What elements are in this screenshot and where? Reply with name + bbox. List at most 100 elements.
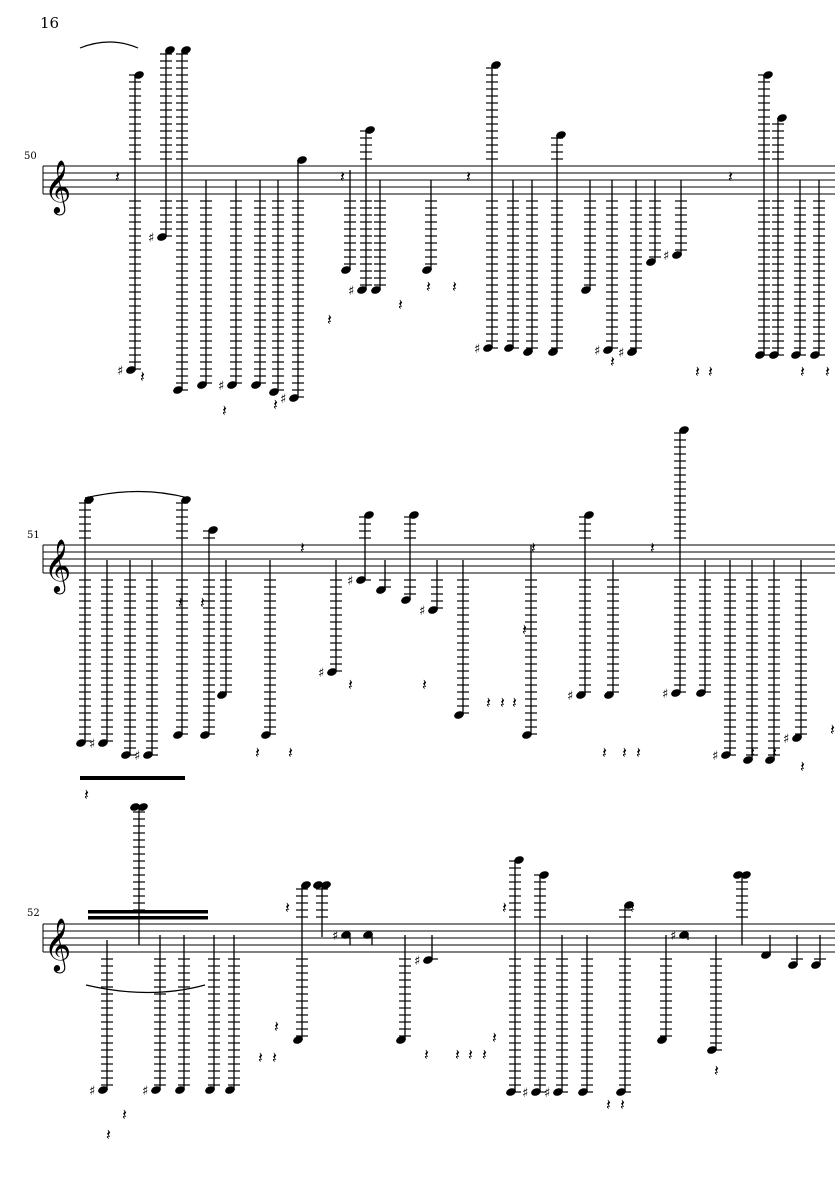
notehead <box>763 71 773 79</box>
notehead <box>121 751 131 759</box>
sharp-accidental: ♯ <box>544 1086 550 1101</box>
note: ♯ <box>89 940 113 1099</box>
note <box>225 935 240 1094</box>
notehead <box>696 689 706 697</box>
note: ♯ <box>142 935 166 1099</box>
notehead <box>251 381 261 389</box>
notehead <box>506 1088 516 1096</box>
note: ♯ <box>712 560 736 764</box>
notehead <box>341 931 351 939</box>
beam <box>80 776 185 780</box>
quarter-rest: 𝄽 <box>522 620 527 639</box>
note <box>504 180 519 352</box>
note: ♯ <box>148 46 175 246</box>
slur <box>79 41 139 49</box>
notehead <box>151 1086 161 1094</box>
notehead <box>261 731 271 739</box>
notehead <box>707 1046 717 1054</box>
notehead <box>297 156 307 164</box>
note <box>173 496 191 739</box>
note <box>363 931 373 945</box>
notehead <box>208 526 218 534</box>
quarter-rest: 𝄽 <box>800 757 805 776</box>
notehead <box>175 1086 185 1094</box>
measure-number-51: 51 <box>27 530 40 541</box>
notehead <box>522 731 532 739</box>
quarter-rest: 𝄽 <box>606 1095 611 1114</box>
notehead <box>788 961 798 969</box>
quarter-rest: 𝄽 <box>424 1045 429 1064</box>
notehead <box>134 71 144 79</box>
quarter-rest: 𝄽 <box>122 1105 127 1124</box>
note: ♯ <box>347 511 374 589</box>
notehead <box>514 856 524 864</box>
notehead <box>811 961 821 969</box>
notehead <box>98 739 108 747</box>
note <box>130 803 148 945</box>
note: ♯ <box>117 71 144 379</box>
notehead <box>225 1086 235 1094</box>
notehead <box>409 511 419 519</box>
notehead <box>539 871 549 879</box>
note <box>341 170 356 274</box>
sharp-accidental: ♯ <box>318 666 324 681</box>
notehead <box>376 586 386 594</box>
quarter-rest: 𝄽 <box>708 362 713 381</box>
quarter-rest: 𝄽 <box>750 743 755 762</box>
quarter-rest: 𝄽 <box>340 167 345 186</box>
sharp-accidental: ♯ <box>670 929 676 944</box>
quarter-rest: 𝄽 <box>622 743 627 762</box>
note <box>269 180 284 396</box>
quarter-rest: 𝄽 <box>620 1095 625 1114</box>
notehead <box>671 689 681 697</box>
notehead <box>165 46 175 54</box>
note: ♯ <box>544 935 568 1101</box>
note: ♯ <box>663 180 687 264</box>
note: ♯ <box>567 511 594 704</box>
notehead <box>679 426 689 434</box>
quarter-rest: 𝄽 <box>486 693 491 712</box>
note <box>696 560 711 697</box>
note <box>707 935 722 1054</box>
notehead <box>755 351 765 359</box>
note <box>548 131 566 356</box>
notehead <box>576 691 586 699</box>
notehead <box>357 286 367 294</box>
notehead <box>584 511 594 519</box>
note <box>422 180 437 274</box>
notehead <box>578 1088 588 1096</box>
notehead <box>792 734 802 742</box>
note <box>293 881 311 1044</box>
notehead <box>143 751 153 759</box>
note <box>788 935 803 969</box>
sharp-accidental: ♯ <box>783 732 789 747</box>
notehead <box>363 931 373 939</box>
quarter-rest: 𝄽 <box>772 743 777 762</box>
treble-clef: 𝄞 <box>44 159 71 215</box>
notehead <box>181 496 191 504</box>
sharp-accidental: ♯ <box>414 954 420 969</box>
notehead <box>356 576 366 584</box>
notehead <box>173 731 183 739</box>
notehead <box>181 46 191 54</box>
sharp-accidental: ♯ <box>419 604 425 619</box>
quarter-rest: 𝄽 <box>800 362 805 381</box>
note <box>765 560 780 764</box>
note <box>657 935 672 1044</box>
notehead <box>553 1088 563 1096</box>
quarter-rest: 𝄽 <box>285 898 290 917</box>
quarter-rest: 𝄽 <box>258 1048 263 1067</box>
sharp-accidental: ♯ <box>347 574 353 589</box>
quarter-rest: 𝄽 <box>452 277 457 296</box>
sharp-accidental: ♯ <box>618 346 624 361</box>
sharp-accidental: ♯ <box>348 284 354 299</box>
note <box>121 560 136 759</box>
notehead <box>341 266 351 274</box>
notehead <box>364 511 374 519</box>
quarter-rest: 𝄽 <box>288 743 293 762</box>
notehead <box>289 394 299 402</box>
tie <box>84 490 189 499</box>
note: ♯ <box>474 61 501 357</box>
sharp-accidental: ♯ <box>594 344 600 359</box>
note <box>616 901 634 1096</box>
